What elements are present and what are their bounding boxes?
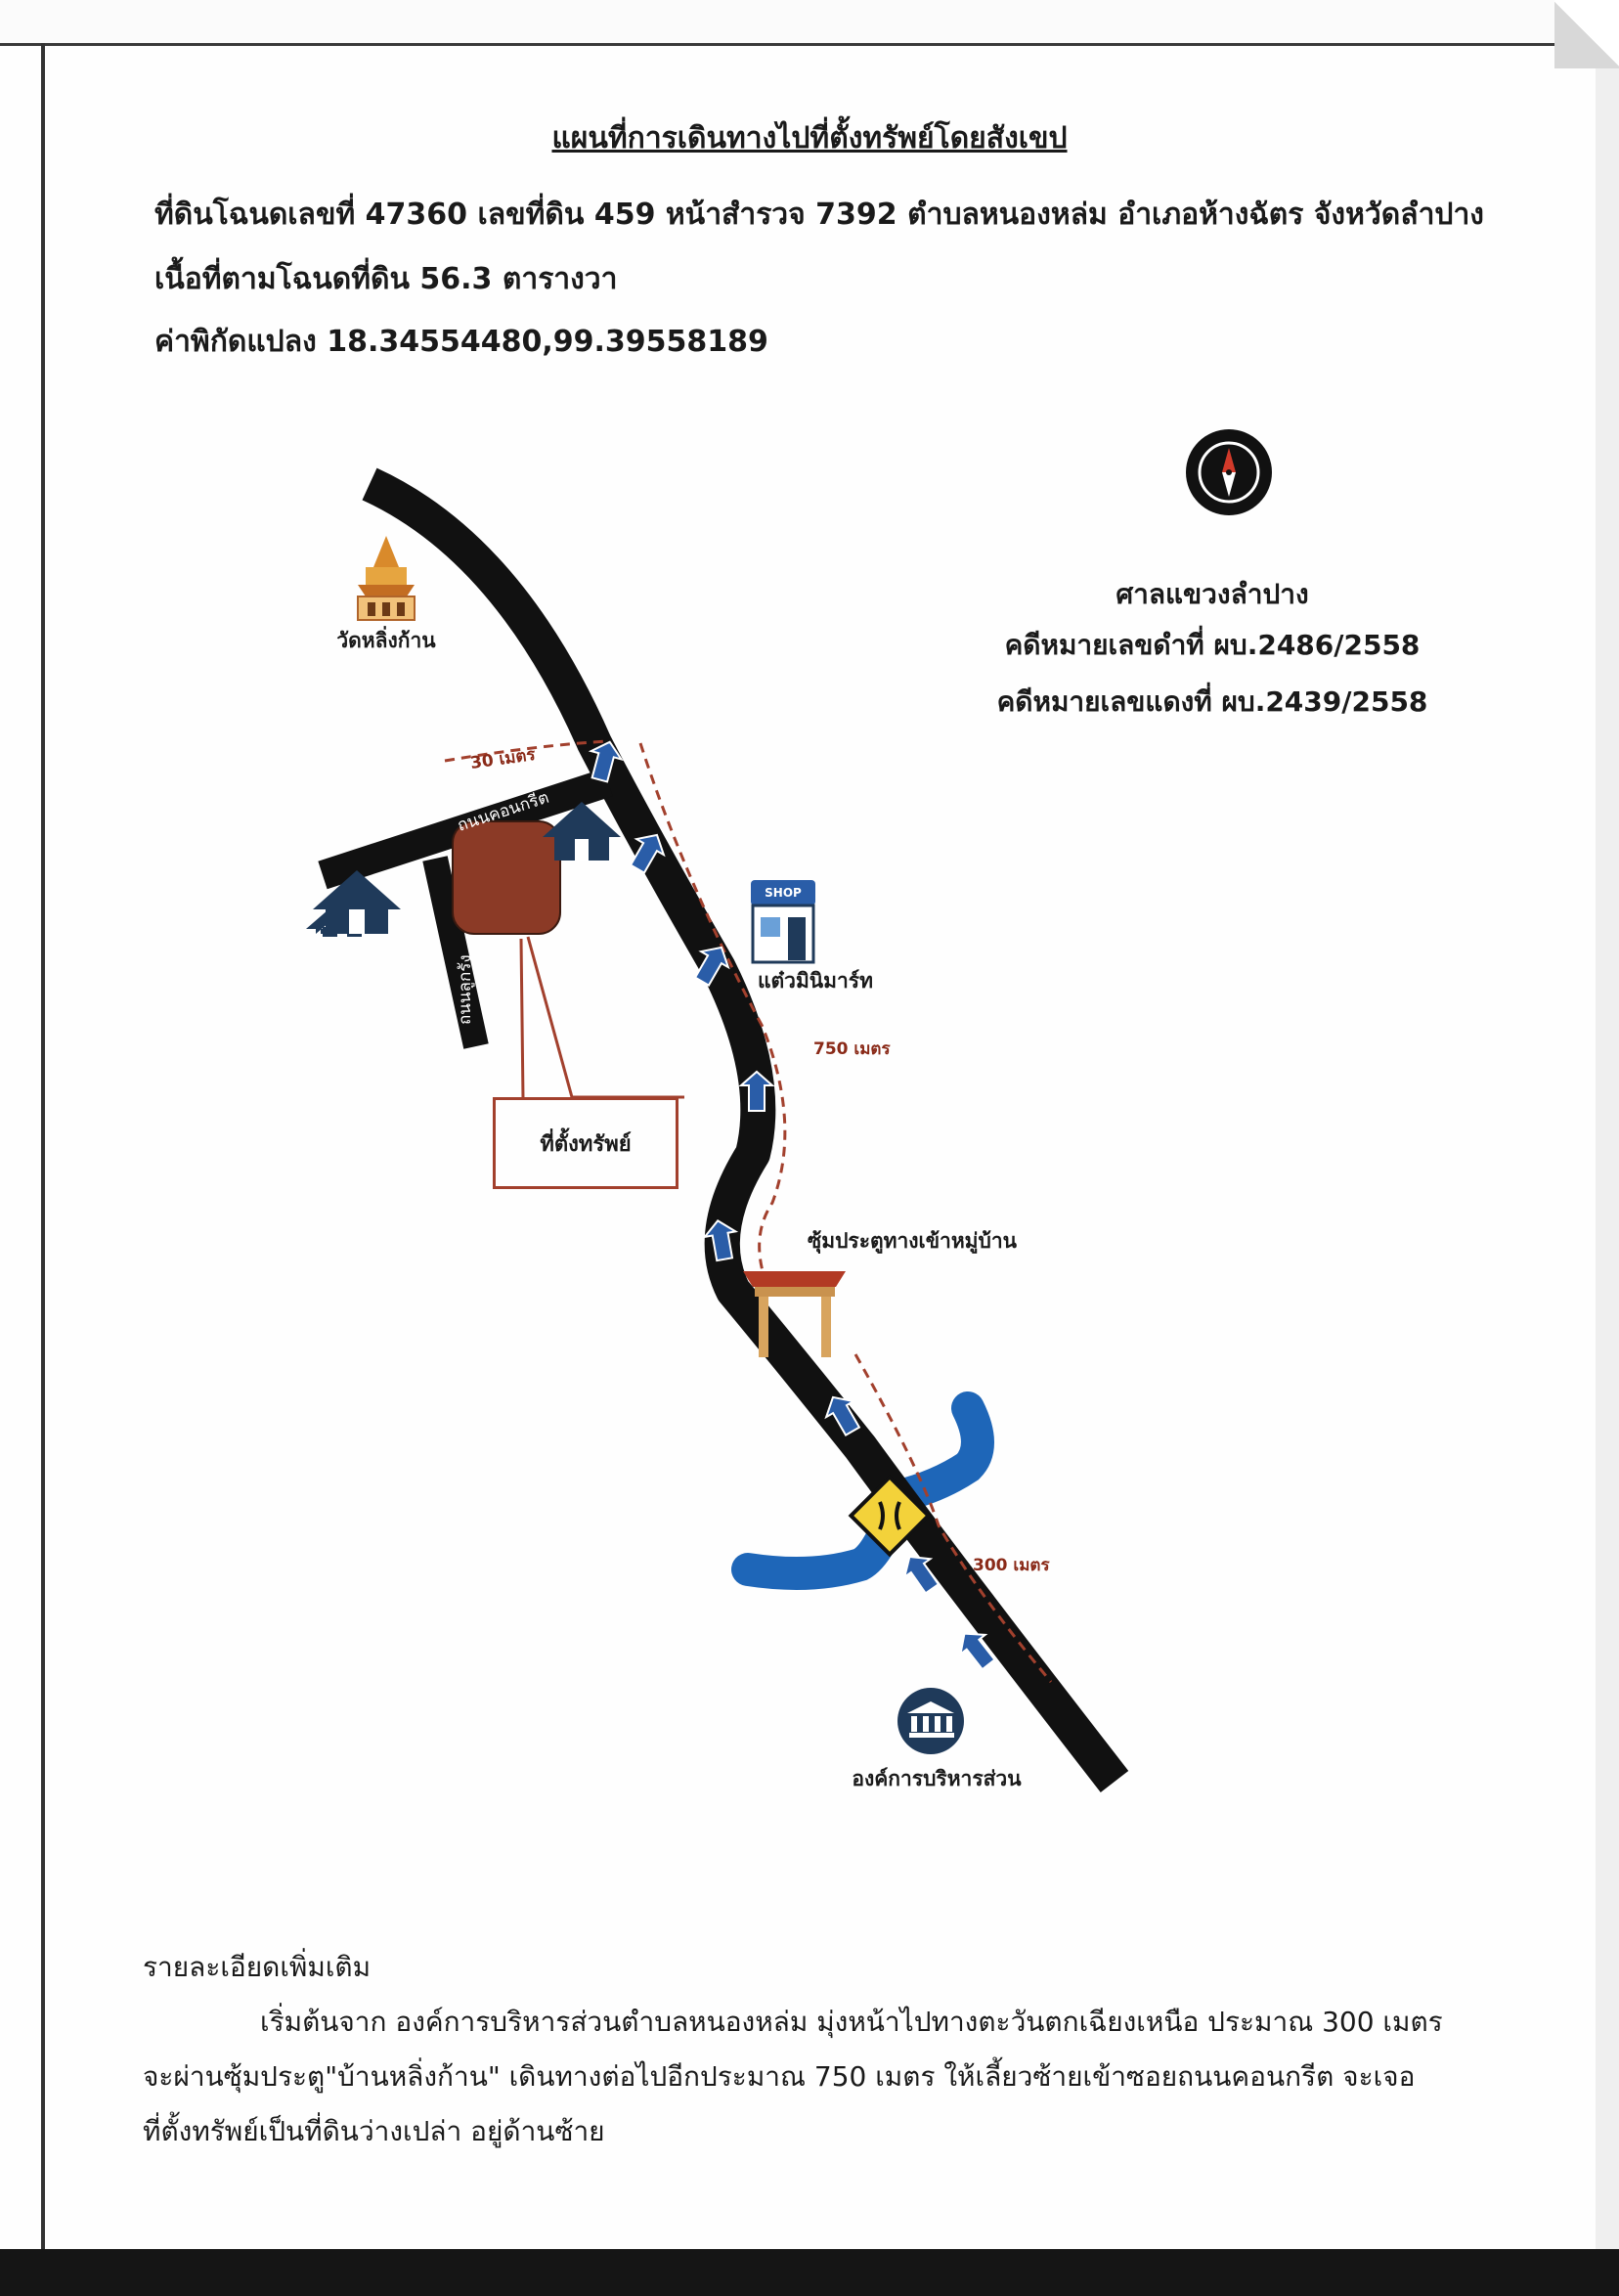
compass-icon: [1186, 429, 1272, 515]
details-heading: รายละเอียดเพิ่มเติม: [143, 1951, 372, 1983]
page-title: แผนที่การเดินทางไปที่ตั้งทรัพย์โดยสังเขป: [551, 121, 1068, 155]
court-name: ศาลแขวงลำปาง: [1116, 578, 1309, 610]
scan-edge-left: [41, 43, 45, 2253]
shop-sign: SHOP: [765, 886, 802, 900]
shop-label: แต๋วมินิมาร์ท: [758, 969, 873, 993]
direction-arrow-icon: [629, 833, 666, 874]
distance-30m: 30 เมตร: [469, 745, 538, 773]
scan-edge-bottom: [0, 2249, 1619, 2296]
direction-arrow-icon: [824, 1395, 861, 1436]
black-case-number: คดีหมายเลขดำที่ ผบ.2486/2558: [1004, 629, 1421, 661]
red-case-number: คดีหมายเลขแดงที่ ผบ.2439/2558: [996, 685, 1428, 718]
direction-arrow-icon: [958, 1632, 996, 1671]
route-line: [444, 739, 1053, 1683]
property-plot: [452, 820, 561, 935]
direction-arrow-icon: [702, 1219, 739, 1262]
main-road: [362, 467, 1129, 1793]
bridge-sign-icon: [848, 1474, 932, 1558]
scan-edge-top: [0, 0, 1619, 46]
property-label: ที่ตั้งทรัพย์: [540, 1131, 632, 1157]
sao-label: องค์การบริหารส่วน: [852, 1767, 1022, 1790]
direction-arrow-icon: [902, 1555, 941, 1595]
temple-icon: [357, 536, 416, 621]
house-icon: [313, 870, 401, 934]
dirt-road: [422, 856, 489, 1049]
direction-arrow-icon: [588, 740, 624, 783]
shop-icon: [751, 880, 815, 964]
government-building-icon: [897, 1688, 964, 1754]
temple-label: วัดหลิ่งก้าน: [336, 625, 436, 652]
gate-icon: [743, 1271, 846, 1357]
distance-750m: 750 เมตร: [813, 1039, 891, 1059]
direction-arrows: [588, 740, 996, 1671]
details-line-1: เริ่มต้นจาก องค์การบริหารส่วนตำบลหนองหล่…: [260, 2006, 1443, 2038]
direction-arrow-icon: [738, 1070, 775, 1112]
land-coordinates: ค่าพิกัดแปลง 18.34554480,99.39558189: [154, 325, 768, 359]
details-line-2: จะผ่านซุ้มประตู"บ้านหลิ่งก้าน" เดินทางต่…: [143, 2060, 1416, 2093]
details-line-3: ที่ตั้งทรัพย์เป็นที่ดินว่างเปล่า อยู่ด้า…: [143, 2115, 605, 2147]
gate-label: ซุ้มประตูทางเข้าหมู่บ้าน: [808, 1229, 1018, 1255]
property-label-box: ที่ตั้งทรัพย์: [493, 1097, 678, 1189]
dirt-road-label: ถนนลูกรัง: [456, 954, 475, 1025]
scan-corner: [1554, 0, 1619, 68]
land-info: ที่ดินโฉนดเลขที่ 47360 เลขที่ดิน 459 หน้…: [154, 198, 1484, 232]
land-area: เนื้อที่ตามโฉนดที่ดิน 56.3 ตารางวา: [154, 262, 618, 296]
house-icon: [543, 802, 621, 861]
distance-300m: 300 เมตร: [973, 1556, 1050, 1575]
direction-arrow-icon: [693, 946, 730, 987]
scan-edge-right: [1596, 43, 1619, 2253]
property-pointer: [519, 936, 684, 1100]
